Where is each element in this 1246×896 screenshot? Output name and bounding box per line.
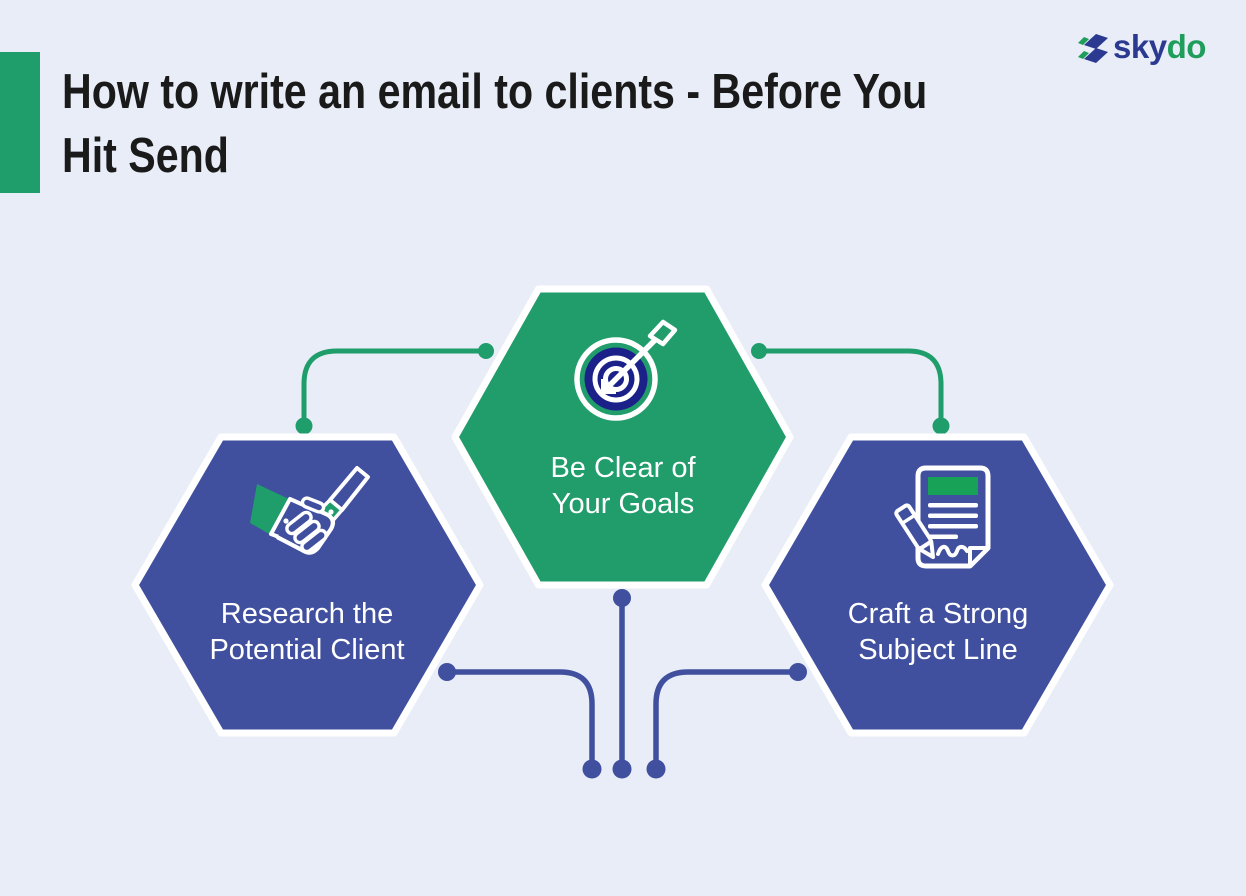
connector-dot	[438, 663, 456, 681]
connector-dot	[582, 759, 602, 779]
arrow-shaft	[602, 337, 658, 393]
document-fold-corner	[968, 546, 990, 568]
arrow-fletching	[647, 319, 678, 347]
handshake-fingers	[285, 496, 328, 554]
handshake-left-sleeve	[250, 484, 289, 535]
page-title: How to write an email to clients - Befor…	[62, 60, 1092, 188]
connector-subject-bottom	[646, 663, 807, 779]
hexagon-clear-goals	[451, 285, 794, 589]
target-icon	[574, 319, 678, 421]
handshake-icon	[250, 466, 370, 555]
title-accent-bar	[0, 52, 40, 193]
node-label-clear-goals: Be Clear of Your Goals	[550, 452, 696, 520]
connector-research-bottom	[438, 663, 602, 779]
logo-text-sky: sky	[1113, 28, 1167, 65]
node-label-research-client: Research the Potential Client	[209, 598, 405, 666]
connector-dot	[751, 343, 767, 359]
page-title-line-2: Hit Send	[62, 129, 229, 183]
connector-dot	[478, 343, 494, 359]
document-pen-icon	[894, 465, 991, 569]
connector-dot	[932, 417, 950, 435]
connector-dot	[789, 663, 807, 681]
arrow-head	[601, 379, 616, 394]
connector-dot	[613, 589, 631, 607]
connector-goals-bottom	[612, 589, 632, 779]
skydo-logo-text: skydo	[1113, 29, 1206, 65]
connector-dot	[295, 417, 313, 435]
connector-goals-to-subject	[751, 343, 950, 435]
connector-dot	[646, 759, 666, 779]
connector-dot	[612, 759, 632, 779]
document-header-bar	[928, 477, 978, 495]
node-label-strong-subject: Craft a Strong Subject Line	[847, 598, 1029, 666]
signature-squiggle	[936, 544, 969, 558]
connector-goals-to-research	[295, 343, 494, 435]
page-title-line-1: How to write an email to clients - Befor…	[62, 65, 928, 119]
logo-text-do: do	[1166, 28, 1207, 65]
pencil	[894, 503, 935, 559]
skydo-logo: skydo	[1076, 28, 1206, 66]
hexagon-research-client	[131, 433, 484, 737]
hexagon-strong-subject	[761, 433, 1114, 737]
skydo-logo-icon	[1078, 34, 1108, 63]
